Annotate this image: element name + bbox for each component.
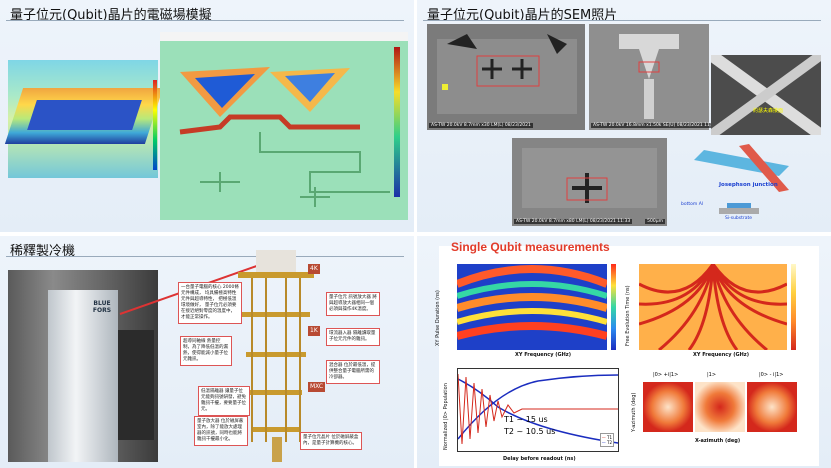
note-isolator: 低溫隔離器 讓量子位元能夠訊號研發，避免雜訊干擾，要要量子位元。 <box>198 386 250 416</box>
plot-t1-t2: T1 ~ 15 us T2 ~ 10.5 us — T1 — T2 <box>457 368 619 452</box>
tomo-label-2: |0> - i|1> <box>759 372 784 378</box>
simulation-image-right <box>160 32 408 220</box>
sem-zoom-svg <box>589 24 709 130</box>
note-amplifier: 量子位元 訊號放大器 將與超導放大器相同一個必須與操作4K溫度。 <box>326 292 380 316</box>
simulation-image-left <box>4 60 164 178</box>
t1t2-xlabel: Delay before readout (ns) <box>503 456 576 462</box>
t1t2-ylabel: Normalized |0> Population <box>443 383 449 450</box>
stage-tag: MXC <box>308 382 326 392</box>
sem-scale: 500μm <box>645 219 665 224</box>
stage-tag: 4K <box>308 264 320 274</box>
sem-image-junction: 約瑟夫森接面 <box>707 50 825 140</box>
tomo-panel-2 <box>747 382 797 432</box>
panel-title: 量子位元(Qubit)晶片的電磁場模擬 <box>10 8 212 23</box>
t2-text: T2 ~ 10.5 us <box>504 427 556 436</box>
jj-bottom-label: bottom Al <box>681 202 704 207</box>
rabi-svg <box>455 264 609 350</box>
sem-image-overview: AS-TW 20.0kV 8.7mm x30 LM(L) 08/23/2021 <box>427 24 585 130</box>
sem-image-zoom: AS-TW 20.0kV 16.8mm x1.50k SE(U) 08/23/2… <box>589 24 720 130</box>
note-circulator: 環流器入器 隔離讀取量子位元元件的雜訊。 <box>326 328 380 346</box>
ramsey-svg <box>638 263 788 352</box>
jj-annotation: 約瑟夫森接面 <box>753 108 784 114</box>
tomo-xlabel: X-azimuth (deg) <box>695 438 741 444</box>
fridge-internals-svg <box>238 250 314 462</box>
stage-tag: 1K <box>308 326 320 336</box>
sem-caption: AS-TW 20.0kV 16.8mm x1.50k SE(U) 08/23/2… <box>591 123 720 128</box>
note-qubit-chip: 量子位元晶片 位於磁屏蔽盒內，是量子計算機的核心。 <box>300 432 362 450</box>
ramsey-xlabel: XY Frequency (GHz) <box>693 352 749 358</box>
simulation-svg <box>160 41 408 220</box>
tomo-label-1: |1> <box>707 372 717 378</box>
sem-bottom-svg <box>512 138 667 226</box>
tomo-panel-1 <box>695 382 745 432</box>
panel-title: 稀釋製冷機 <box>10 244 76 259</box>
jj-title: Josephson junction <box>719 182 778 188</box>
tomo-panel-0 <box>643 382 693 432</box>
note-qubit-overview: 一台量子電腦的核心 2000條元件構成， 均具備極高特性元件與超導特性， 把極低… <box>178 282 242 324</box>
note-mixer: 混合器 位於最低溫，提供整合量子電腦所需的冷卻器。 <box>326 360 380 384</box>
sem-caption: AS-TW 20.0kV 8.7mm x30 LM(L) 08/23/2021 <box>429 123 533 128</box>
t1-text: T1 ~ 15 us <box>504 415 548 424</box>
sem-overview-svg <box>427 24 585 130</box>
panel-sem-photos: 量子位元(Qubit)晶片的SEM照片 AS-TW 20.0kV 8.7mm x… <box>417 0 831 232</box>
jj-svg <box>694 144 789 214</box>
tomo-label-0: |0> +i|1> <box>653 372 679 378</box>
note-coax: 超導同軸線 熱量控制，為了降低低溫的漏熱，使得能減小量子位元雜訊。 <box>180 336 232 366</box>
legend-t1: T1 <box>607 435 612 440</box>
rabi-xlabel: XY Frequency (GHz) <box>515 352 571 358</box>
fridge-logo: BLUE FORS <box>92 300 112 314</box>
panel-measurements: Single Qubit measurements XY Pulse Durat… <box>417 236 831 468</box>
panel-dilution-fridge: 稀釋製冷機 BLUE FORS 4K 1K MXC <box>0 236 414 468</box>
sem-caption: AS-TW 20.0kV 8.7mm x80 LM(L) 08/23/2021 … <box>514 219 633 224</box>
title-underline <box>6 20 404 21</box>
tomo-ylabel: Y-azimuth (deg) <box>631 392 637 432</box>
ramsey-colorbar <box>791 264 796 350</box>
t1t2-legend: — T1 — T2 <box>599 433 614 447</box>
panel-title: Single Qubit measurements <box>451 240 610 254</box>
plot-ramsey <box>638 263 788 352</box>
panel-em-simulation: 量子位元(Qubit)晶片的電磁場模擬 <box>0 0 414 232</box>
plot-rabi-chevron <box>455 264 609 350</box>
jj-substrate-label: Si-substrate <box>725 216 753 221</box>
panel-title: 量子位元(Qubit)晶片的SEM照片 <box>427 8 618 23</box>
fridge-internals: 4K 1K MXC <box>232 242 326 464</box>
sem-junction-svg <box>707 50 825 140</box>
rabi-colorbar <box>611 264 616 350</box>
t1t2-svg <box>457 373 619 445</box>
title-underline <box>423 20 821 21</box>
legend-t2: T2 <box>607 440 612 445</box>
note-quantum-amplifier: 量子放大器 位於磁屏蔽室內，除了能放大處理器的訊號，同時也能將雜訊干擾最小化。 <box>194 416 248 446</box>
rabi-ylabel: XY Pulse Duration (ns) <box>435 290 441 346</box>
fridge-photo: BLUE FORS <box>8 270 158 462</box>
title-underline <box>6 256 404 257</box>
jj-schematic: Josephson junction bottom Al Si-substrat… <box>679 138 821 228</box>
sem-image-bottom: AS-TW 20.0kV 8.7mm x80 LM(L) 08/23/2021 … <box>512 138 667 226</box>
ramsey-ylabel: Free Evolution Time (ns) <box>625 285 631 346</box>
